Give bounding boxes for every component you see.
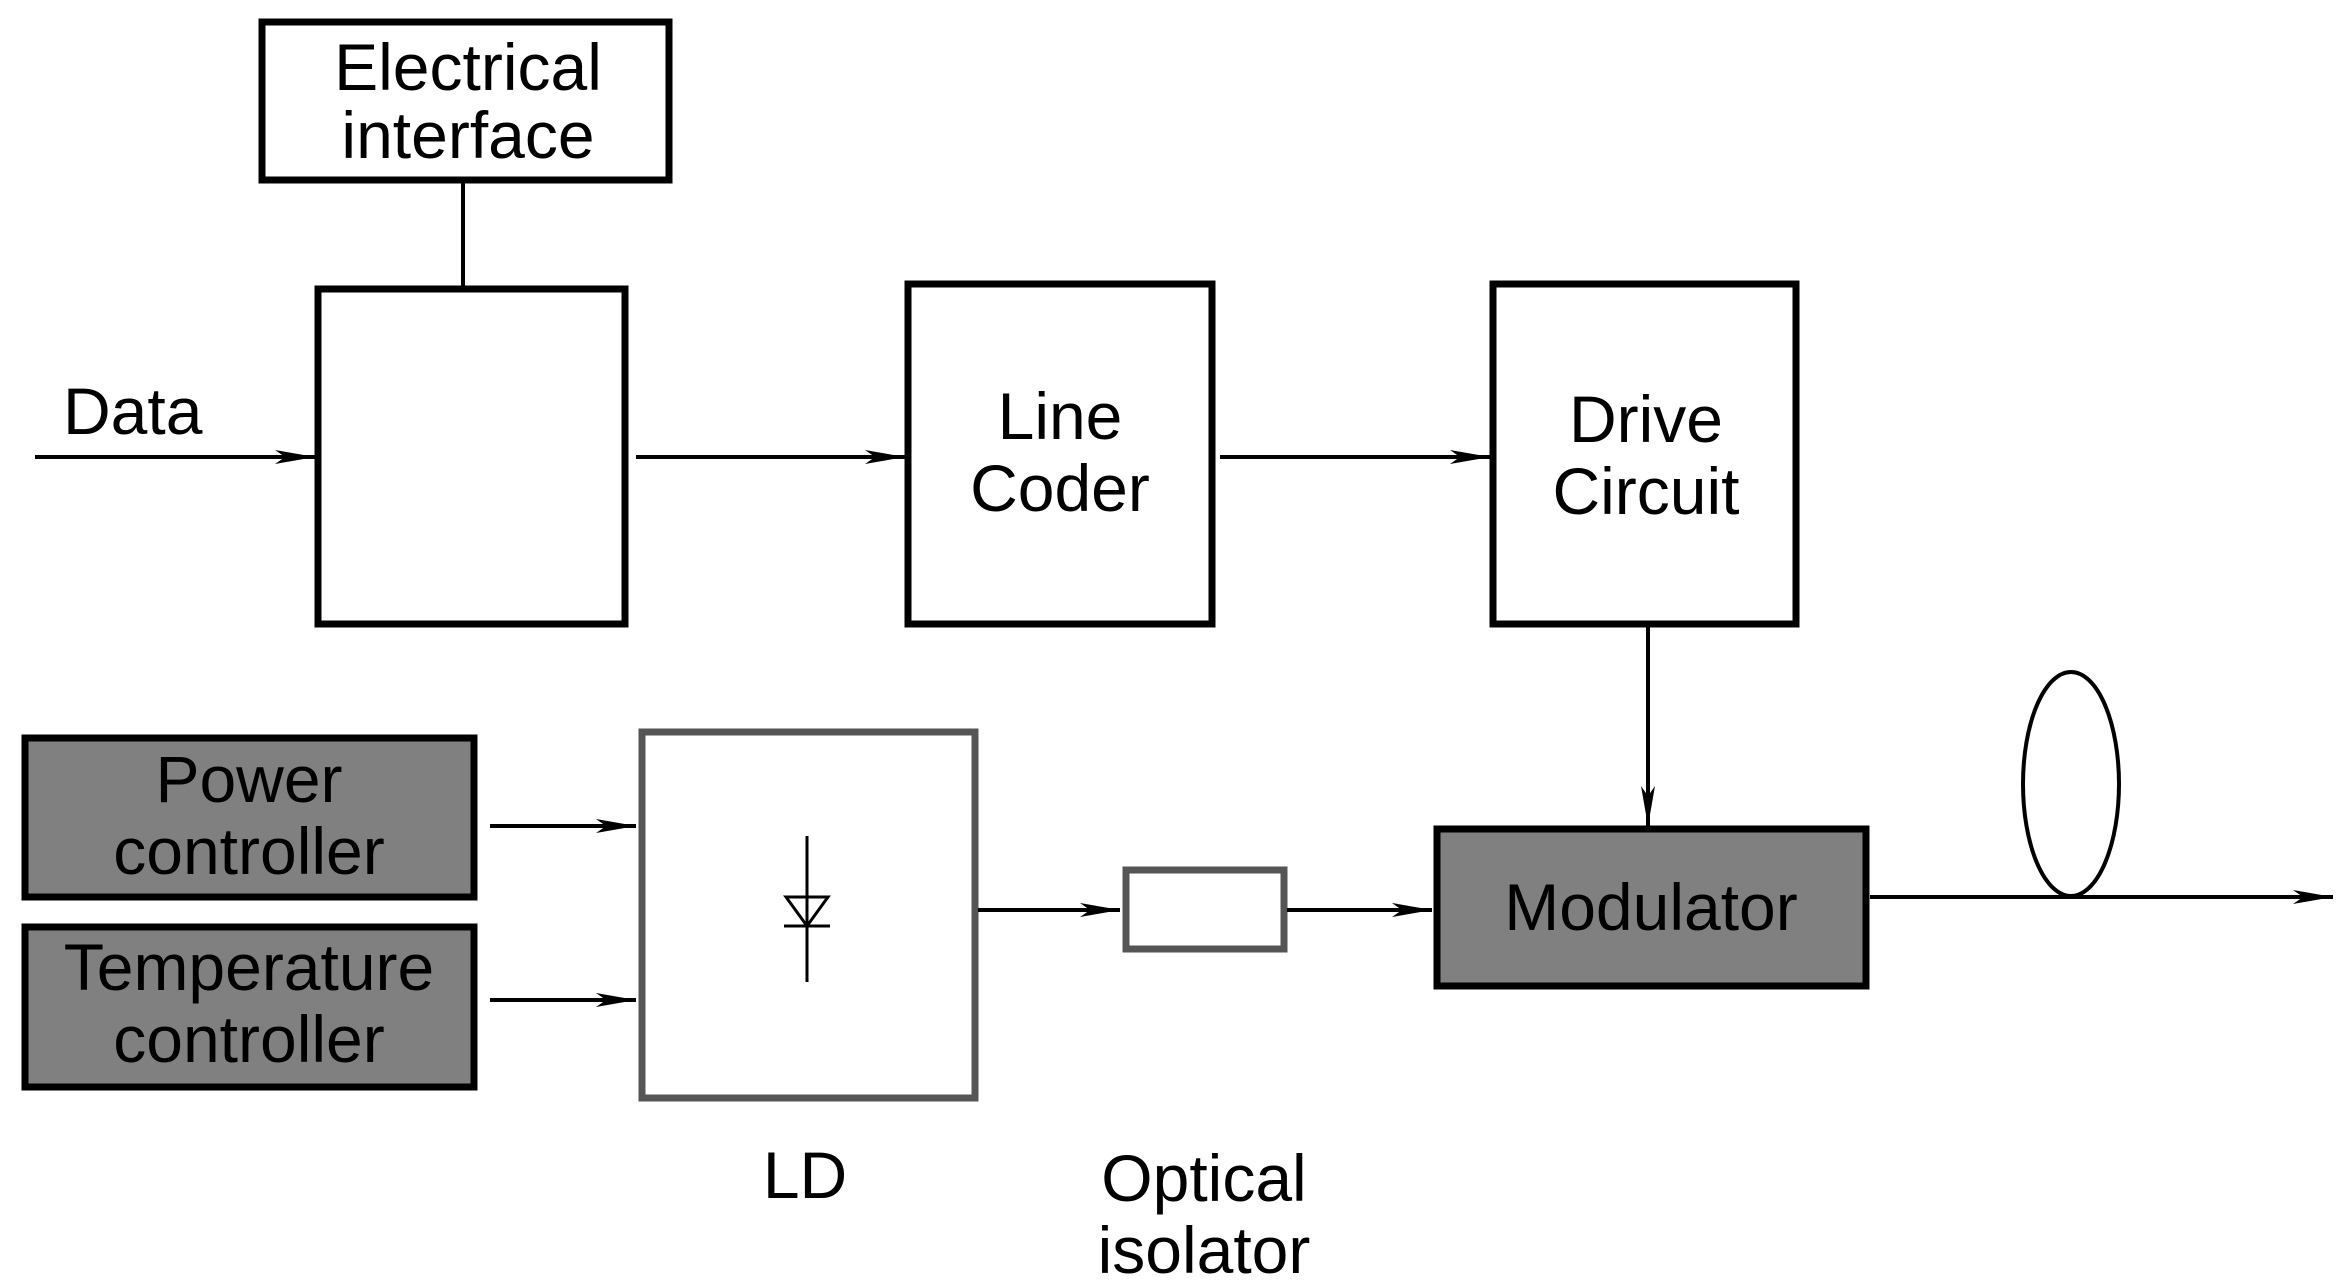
electrical-interface-label-line1: Electrical (334, 30, 602, 104)
temperature-controller-label-line1: Temperature (64, 930, 435, 1004)
optical-isolator-label-line2: isolator (1098, 1213, 1311, 1287)
modulator-box (1433, 825, 1870, 990)
power-controller-label-line1: Power (155, 742, 342, 816)
optical-isolator-label-line1: Optical (1101, 1141, 1306, 1215)
interface-block (314, 285, 629, 628)
drive-circuit-label-line1: Drive (1569, 382, 1723, 456)
drive-circuit-label-line2: Circuit (1552, 454, 1739, 528)
data-input-label: Data (63, 374, 203, 448)
laser-diode-icon (783, 836, 831, 982)
electrical-interface-box (258, 18, 673, 184)
line-coder-label-line2: Coder (970, 451, 1150, 525)
modulator-label: Modulator (1504, 870, 1798, 944)
fiber-loop-icon (2021, 670, 2121, 898)
electrical-interface-label-line2: interface (341, 98, 594, 172)
line-coder-box (904, 280, 1216, 628)
optical-isolator-box (1122, 866, 1288, 953)
line-coder-label-line1: Line (998, 379, 1123, 453)
temperature-controller-label-line2: controller (113, 1002, 384, 1076)
laser-diode-label: LD (763, 1138, 847, 1212)
power-controller-box (21, 734, 478, 901)
power-controller-label-line2: controller (113, 814, 384, 888)
temperature-controller-box (21, 923, 478, 1091)
drive-circuit-box (1489, 280, 1800, 628)
